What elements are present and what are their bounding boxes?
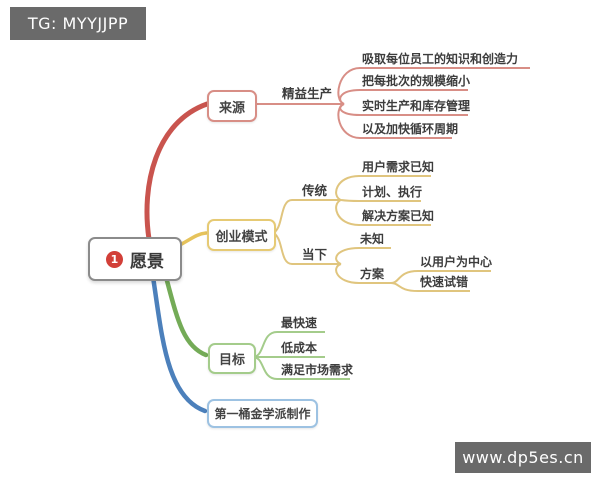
node-lean-production[interactable]: 精益生产 [282,86,333,101]
node-traditional-leaf-2[interactable]: 计划、执行 [362,185,423,199]
node-source[interactable]: 来源 [207,90,257,122]
connector-traditional-leaf2 [340,199,421,202]
connector-traditional-leaf3 [335,199,431,226]
connector-traditional-leaf1 [335,175,431,201]
node-unknown[interactable]: 未知 [360,232,385,246]
node-source-leaf-3[interactable]: 实时生产和库存管理 [362,99,471,113]
connector-credit-main [150,274,208,414]
node-root-vision[interactable]: 1 愿景 [88,237,182,281]
root-label: 愿景 [130,251,164,272]
connector-source-leaf4 [337,103,452,139]
root-number-badge-icon: 1 [106,250,123,268]
node-traditional[interactable]: 传统 [302,183,328,198]
node-plan-leaf-2[interactable]: 快速试错 [420,275,469,289]
connector-model-traditional [271,199,341,234]
node-source-leaf-1[interactable]: 吸取每位员工的知识和创造力 [362,52,519,66]
node-goal-leaf-3[interactable]: 满足市场需求 [281,363,354,377]
node-business-model[interactable]: 创业模式 [207,219,276,251]
connector-current-plan [335,263,391,284]
node-goal-leaf-2[interactable]: 低成本 [281,341,318,355]
node-goal-leaf-1[interactable]: 最快速 [281,316,318,330]
node-credit[interactable]: 第一桶金学派制作 [207,399,318,428]
node-source-leaf-2[interactable]: 把每批次的规模缩小 [362,74,471,88]
watermark-top-left: TG: MYYJJPP [10,7,146,40]
node-goal[interactable]: 目标 [208,343,256,374]
connector-goal-leaf3 [252,356,350,380]
node-traditional-leaf-3[interactable]: 解决方案已知 [362,209,435,223]
connector-goal-main [163,274,209,358]
node-current[interactable]: 当下 [302,247,328,262]
connector-source-main [144,101,210,242]
connector-source-leaf2 [339,89,468,105]
connector-model-main [176,231,208,248]
node-source-leaf-4[interactable]: 以及加快循环周期 [362,122,459,136]
connector-plan-leaf2 [390,282,470,292]
watermark-bottom-right: www.dp5es.cn [455,442,591,473]
node-traditional-leaf-1[interactable]: 用户需求已知 [362,160,435,174]
connector-current-unknown [335,247,391,265]
node-plan-leaf-1[interactable]: 以用户为中心 [420,255,493,269]
node-plan[interactable]: 方案 [360,267,385,281]
